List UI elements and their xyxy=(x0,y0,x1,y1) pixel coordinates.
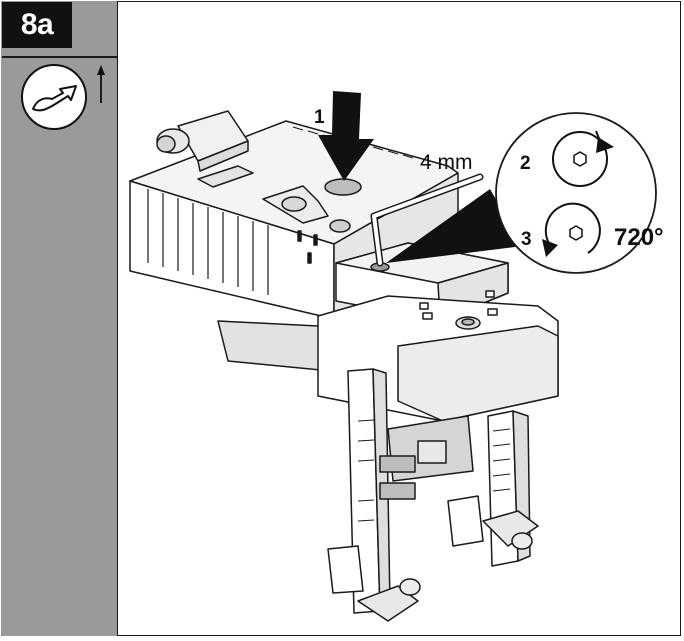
tool-size-label: 4 mm xyxy=(420,151,473,174)
step-3-label: 3 xyxy=(521,229,532,250)
arrow-up-icon xyxy=(97,65,105,103)
step-2-label: 2 xyxy=(520,153,531,174)
step-1-label: 1 xyxy=(314,107,325,128)
rotate-full-icon xyxy=(542,202,601,257)
step-label: 8a xyxy=(2,2,72,48)
rotate-short-icon xyxy=(552,130,614,187)
sidebar-icon-group xyxy=(19,63,114,131)
actuator-front-housing xyxy=(317,242,559,622)
rotation-callout: 2 3 xyxy=(495,112,657,274)
rotation-angle-label: 720° xyxy=(614,224,664,251)
allen-key xyxy=(370,173,484,267)
sidebar: 8a xyxy=(1,1,118,636)
press-down-arrow xyxy=(318,91,374,181)
sidebar-divider xyxy=(2,56,118,58)
illustration-area: 1 4 mm 2 3 xyxy=(118,1,681,636)
callout-wedge xyxy=(386,189,523,263)
manual-override-knob-icon xyxy=(21,64,87,130)
